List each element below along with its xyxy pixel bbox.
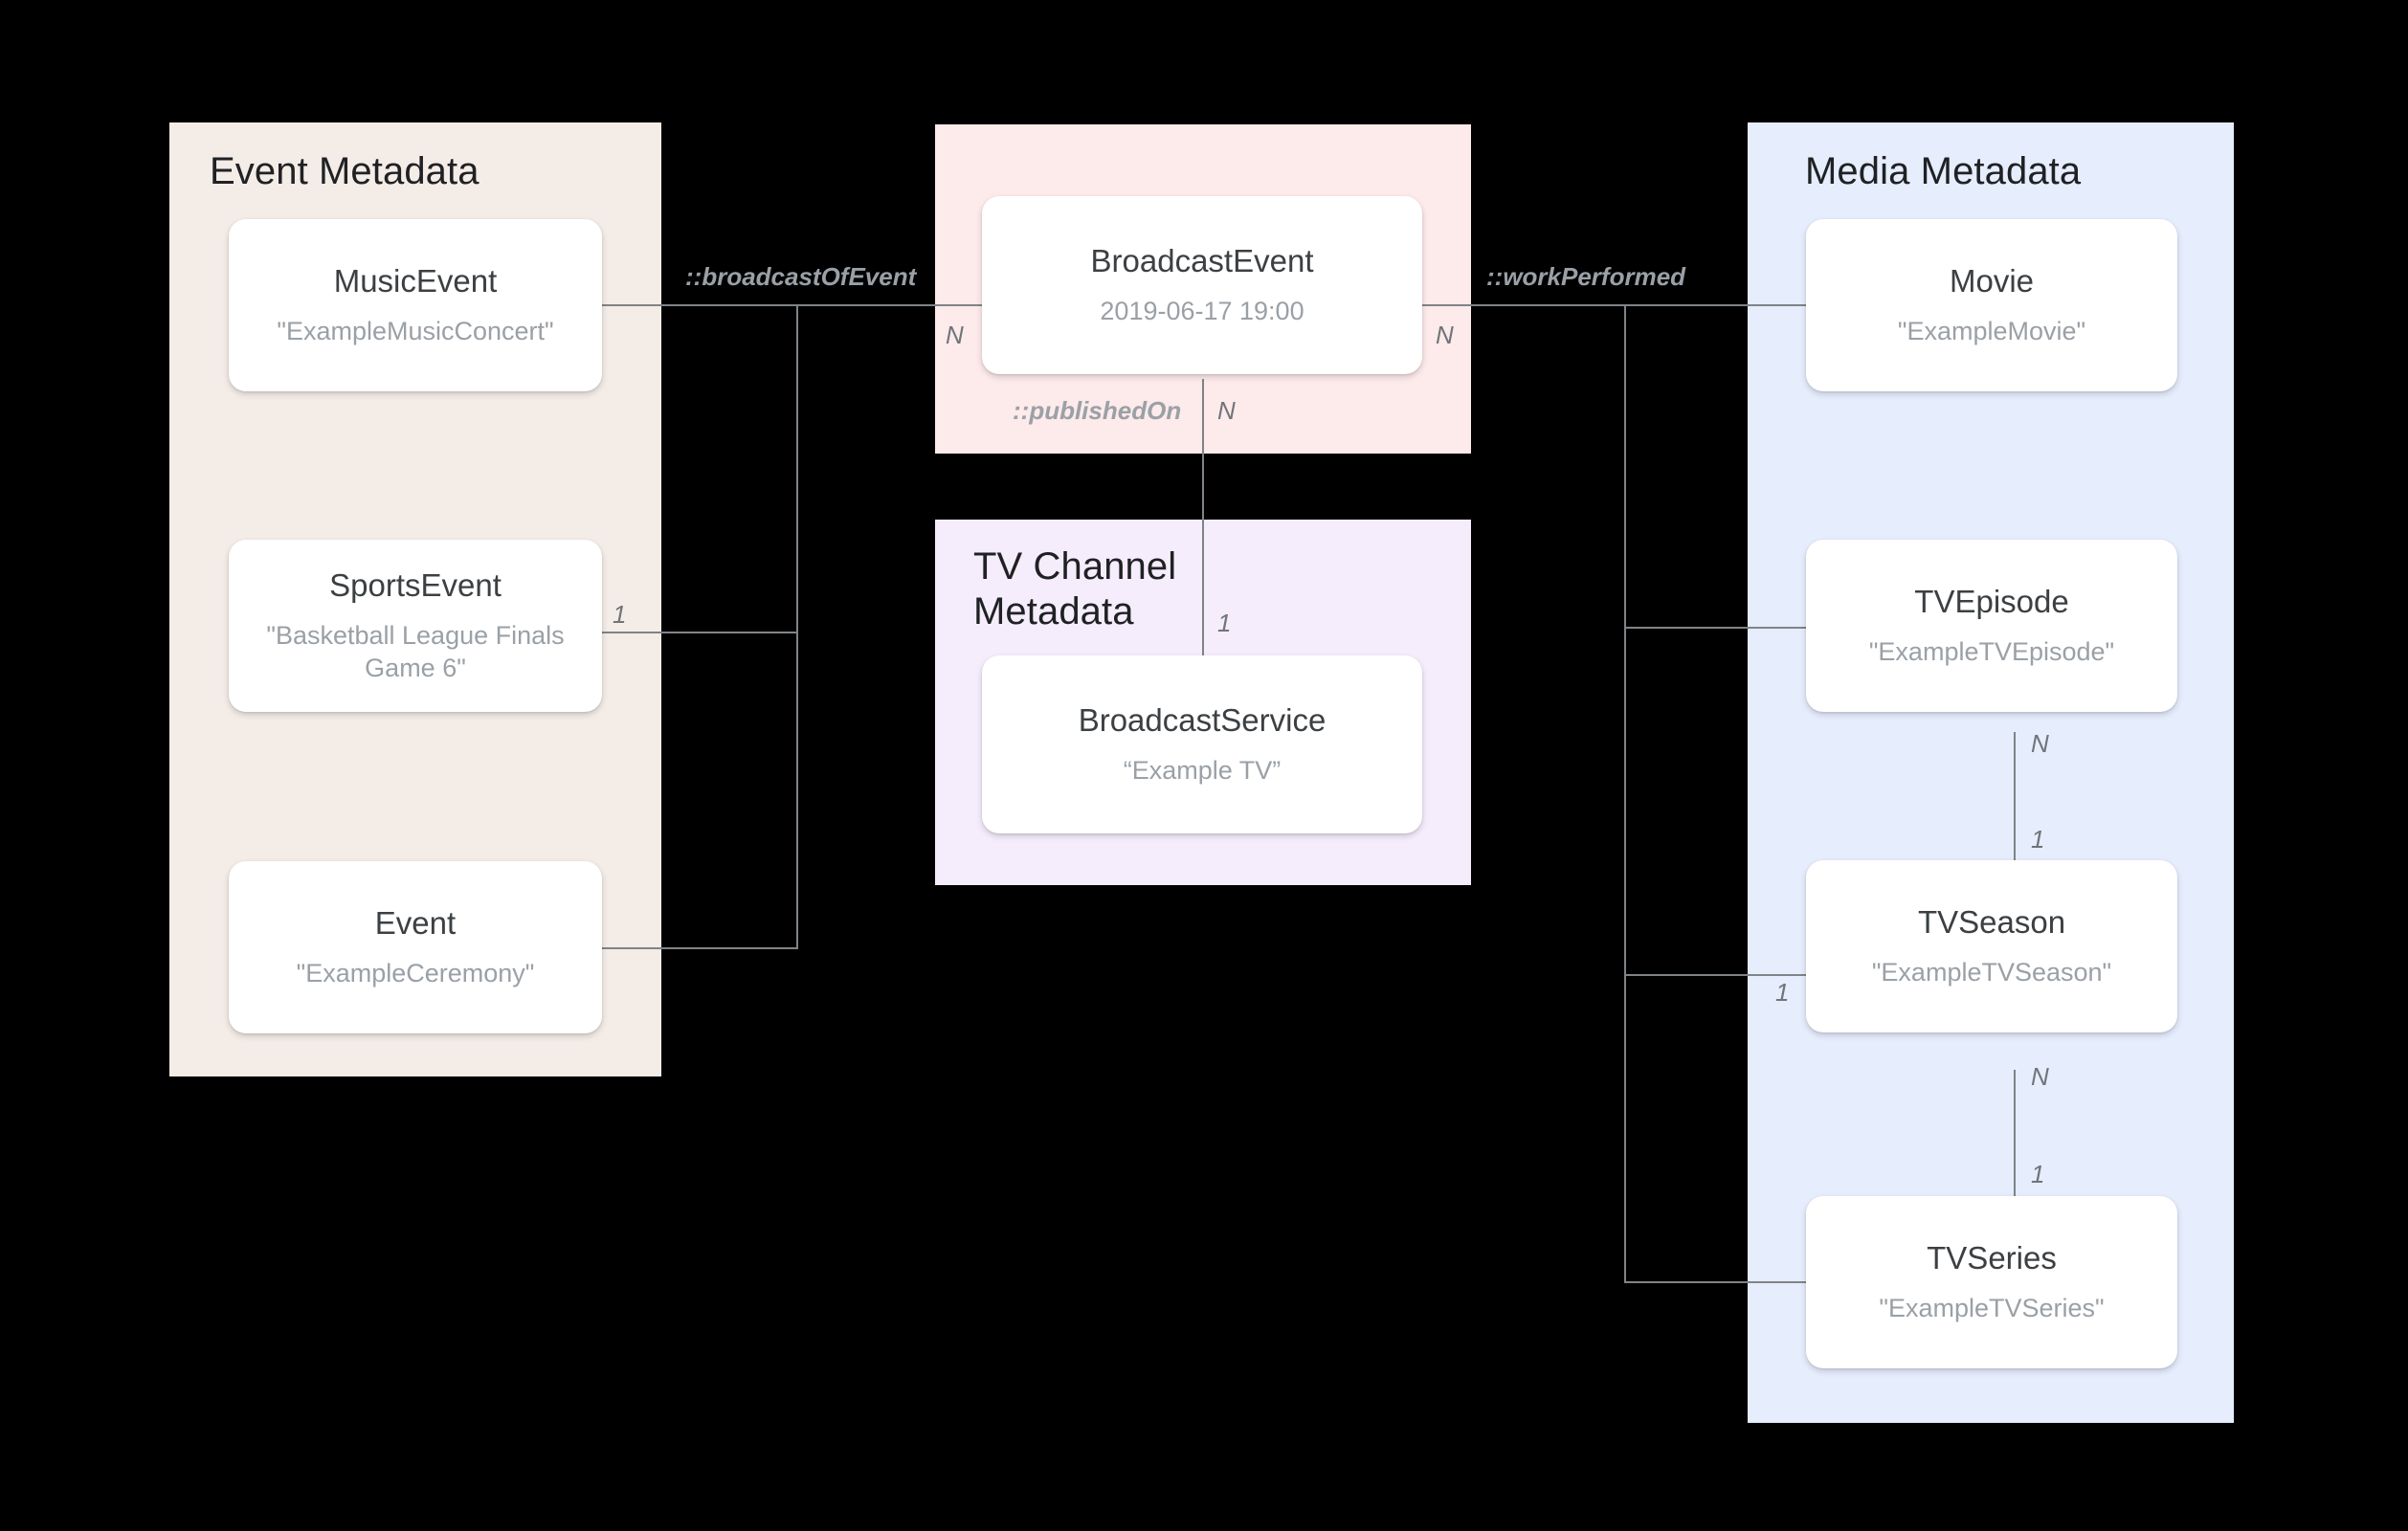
- entity-card-broadcast-service[interactable]: BroadcastService “Example TV”: [982, 655, 1422, 833]
- connector-sports-event-stub: [601, 632, 798, 633]
- entity-value-tv-series: "ExampleTVSeries": [1879, 1293, 2105, 1322]
- connector-tv-episode-stub: [1624, 627, 1806, 629]
- connector-movie-stub: [1624, 304, 1806, 306]
- multiplicity-tv-season-left-one: 1: [1775, 978, 1790, 1007]
- group-title-event-metadata: Event Metadata: [210, 150, 479, 192]
- entity-card-sports-event[interactable]: SportsEvent "Basketball League Finals Ga…: [229, 540, 602, 712]
- connector-episode-season-line: [2014, 732, 2016, 899]
- entity-type-sports-event: SportsEvent: [329, 567, 502, 604]
- connector-season-series-line: [2014, 1070, 2016, 1204]
- entity-value-event: "ExampleCeremony": [296, 958, 535, 987]
- entity-value-movie: "ExampleMovie": [1897, 316, 2086, 345]
- entity-type-broadcast-event: BroadcastEvent: [1090, 243, 1314, 279]
- entity-card-event[interactable]: Event "ExampleCeremony": [229, 861, 602, 1033]
- connector-broadcast-of-event-line: [796, 304, 988, 306]
- multiplicity-tv-series-one: 1: [2031, 1160, 2045, 1188]
- connector-published-on-line: [1202, 379, 1204, 656]
- multiplicity-broadcast-event-right-n: N: [1436, 321, 1454, 349]
- connector-tv-series-stub: [1624, 1281, 1806, 1283]
- relation-label-work-performed: ::workPerformed: [1486, 262, 1686, 291]
- entity-card-broadcast-event[interactable]: BroadcastEvent 2019-06-17 19:00: [982, 196, 1422, 374]
- multiplicity-tv-season-n: N: [2031, 1062, 2049, 1091]
- entity-card-movie[interactable]: Movie "ExampleMovie": [1806, 219, 2177, 391]
- connector-event-trunk-vertical: [796, 304, 798, 949]
- entity-type-tv-episode: TVEpisode: [1914, 584, 2069, 620]
- entity-value-tv-season: "ExampleTVSeason": [1871, 957, 2112, 987]
- connector-tv-season-stub: [1624, 974, 1806, 976]
- connector-work-performed-line: [1420, 304, 1626, 306]
- entity-type-music-event: MusicEvent: [333, 263, 498, 300]
- entity-type-event: Event: [374, 905, 457, 942]
- entity-value-sports-event: "Basketball League Finals Game 6": [266, 621, 565, 682]
- multiplicity-broadcast-service-one: 1: [1217, 609, 1232, 637]
- entity-value-music-event: "ExampleMusicConcert": [277, 316, 554, 345]
- multiplicity-tv-season-top-one: 1: [2031, 825, 2045, 854]
- entity-card-tv-episode[interactable]: TVEpisode "ExampleTVEpisode": [1806, 540, 2177, 712]
- group-title-media-metadata: Media Metadata: [1805, 150, 2082, 192]
- relation-label-broadcast-of-event: ::broadcastOfEvent: [685, 262, 917, 291]
- connector-media-trunk-vertical: [1624, 304, 1626, 1281]
- entity-card-music-event[interactable]: MusicEvent "ExampleMusicConcert": [229, 219, 602, 391]
- entity-value-broadcast-service: “Example TV”: [1123, 755, 1282, 785]
- multiplicity-sports-event-one: 1: [613, 600, 627, 629]
- multiplicity-broadcast-event-left-n: N: [946, 321, 964, 349]
- connector-event-stub: [601, 947, 798, 949]
- entity-value-broadcast-event: 2019-06-17 19:00: [1100, 296, 1304, 325]
- connector-music-event-stub: [601, 304, 798, 306]
- entity-type-broadcast-service: BroadcastService: [1078, 702, 1327, 739]
- entity-type-tv-series: TVSeries: [1927, 1240, 2057, 1276]
- entity-card-tv-season[interactable]: TVSeason "ExampleTVSeason": [1806, 860, 2177, 1032]
- relation-label-published-on: ::publishedOn: [1013, 396, 1182, 425]
- entity-type-tv-season: TVSeason: [1917, 904, 2066, 941]
- multiplicity-broadcast-event-bottom-n: N: [1217, 396, 1236, 425]
- group-title-tv-channel-metadata: TV Channel Metadata: [973, 545, 1177, 633]
- entity-value-tv-episode: "ExampleTVEpisode": [1868, 636, 2115, 666]
- multiplicity-tv-episode-n: N: [2031, 729, 2049, 758]
- entity-card-tv-series[interactable]: TVSeries "ExampleTVSeries": [1806, 1196, 2177, 1368]
- entity-type-movie: Movie: [1949, 263, 2035, 300]
